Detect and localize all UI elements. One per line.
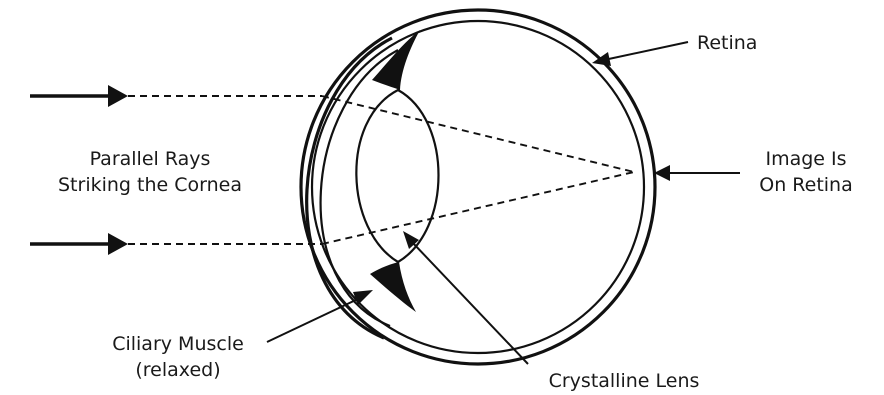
ciliary-muscle-bottom: [370, 262, 416, 312]
image-label-line1: Image Is: [765, 148, 846, 170]
parallel-rays-label-line2: Striking the Cornea: [58, 174, 242, 196]
ray-top-refracted: [322, 96, 634, 172]
parallel-rays: [30, 85, 634, 255]
ray-top-arrowhead: [108, 85, 128, 107]
retina-pointer: [592, 42, 688, 66]
retina-pointer-line: [604, 42, 688, 60]
ciliary-pointer-line: [267, 298, 360, 342]
crystalline-lens: [356, 90, 438, 262]
ciliary-label-line1: Ciliary Muscle: [112, 333, 244, 355]
ciliary-label-line2: (relaxed): [135, 359, 220, 381]
retina-label: Retina: [697, 32, 757, 54]
parallel-rays-label-line1: Parallel Rays: [90, 148, 211, 170]
ray-bottom-arrowhead: [108, 233, 128, 255]
ray-bottom-refracted: [322, 172, 634, 244]
image-label-line2: On Retina: [759, 174, 853, 196]
image-pointer: [654, 165, 740, 181]
lens-label: Crystalline Lens: [549, 370, 700, 392]
retina-wall: [312, 21, 644, 353]
